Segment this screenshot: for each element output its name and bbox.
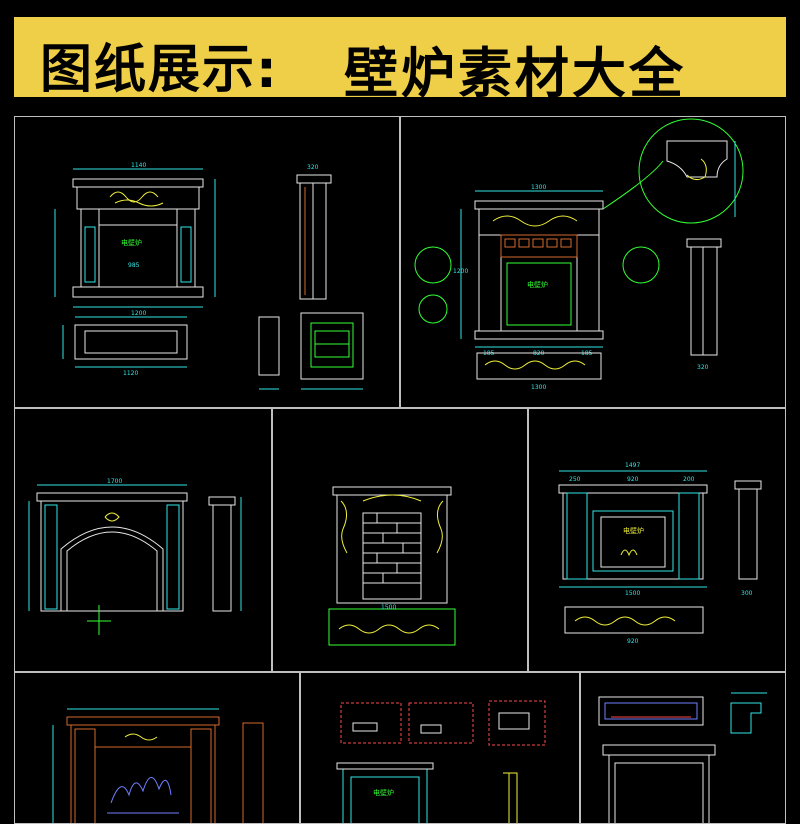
p5-dim-mid: 920 [627,476,639,483]
p2-dim-bottom: 1300 [531,384,546,391]
fireplace-elevation-drawing: 1140 1200 电壁炉 985 320 1120 [54,162,364,390]
title-banner: 图纸展示: 壁炉素材大全 [12,15,788,105]
p7-center-label: 电壁炉 [373,788,394,797]
p2-dim-top: 1300 [531,184,546,191]
p5-center-label: 电壁炉 [623,526,644,535]
drawing-panel-1: 1140 1200 电壁炉 985 320 1120 [14,116,400,408]
drawing-panel-8 [580,672,786,824]
drawing-panel-3: 1700 [14,408,272,672]
fireplace-details-drawing: 电壁炉 [336,700,546,823]
brick-fireplace-drawing: 1500 [328,486,456,646]
p5-plan-mid: 920 [627,638,639,645]
p2-side-width: 320 [697,364,709,371]
banner-title-right: 壁炉素材大全 [344,42,686,105]
p5-side-dim: 300 [741,590,753,597]
p3-dim-top: 1700 [107,478,122,485]
p1-dim-bottom: 1200 [131,310,146,317]
arched-fireplace-drawing: 1700 [28,478,242,635]
p5-dim-top: 1497 [625,462,640,469]
column-fireplace-drawing: 电壁炉 1497 250 920 200 1500 300 920 [558,462,762,645]
drawing-panel-2: 1300 电壁炉 820 185 185 1200 320 1300 [400,116,786,408]
drawing-panel-4: 1500 [272,408,528,672]
p1-plan-dim: 1120 [123,370,138,377]
wood-fireplace-drawing [52,708,264,823]
p2-center-label: 电壁炉 [527,280,548,289]
drawing-panel-6 [14,672,300,824]
p1-dim-top: 1140 [131,162,146,169]
p1-dim-a: 985 [128,262,140,269]
p1-side-top: 320 [307,164,319,171]
drawing-panel-5: 电壁炉 1497 250 920 200 1500 300 920 [528,408,786,672]
banner-title-left: 图纸展示: [40,40,279,100]
p5-dim-right: 200 [683,476,695,483]
p2-dim-height: 1200 [453,268,468,275]
p5-dim-left: 250 [569,476,581,483]
fireplace-profile-drawing [598,692,767,823]
p1-center-label: 电壁炉 [121,238,142,247]
p4-dim: 1500 [381,604,396,611]
p5-dim-bottom: 1500 [625,590,640,597]
drawing-panel-7: 电壁炉 [300,672,580,824]
fireplace-callout-drawing: 1300 电壁炉 820 185 185 1200 320 1300 [414,118,744,391]
